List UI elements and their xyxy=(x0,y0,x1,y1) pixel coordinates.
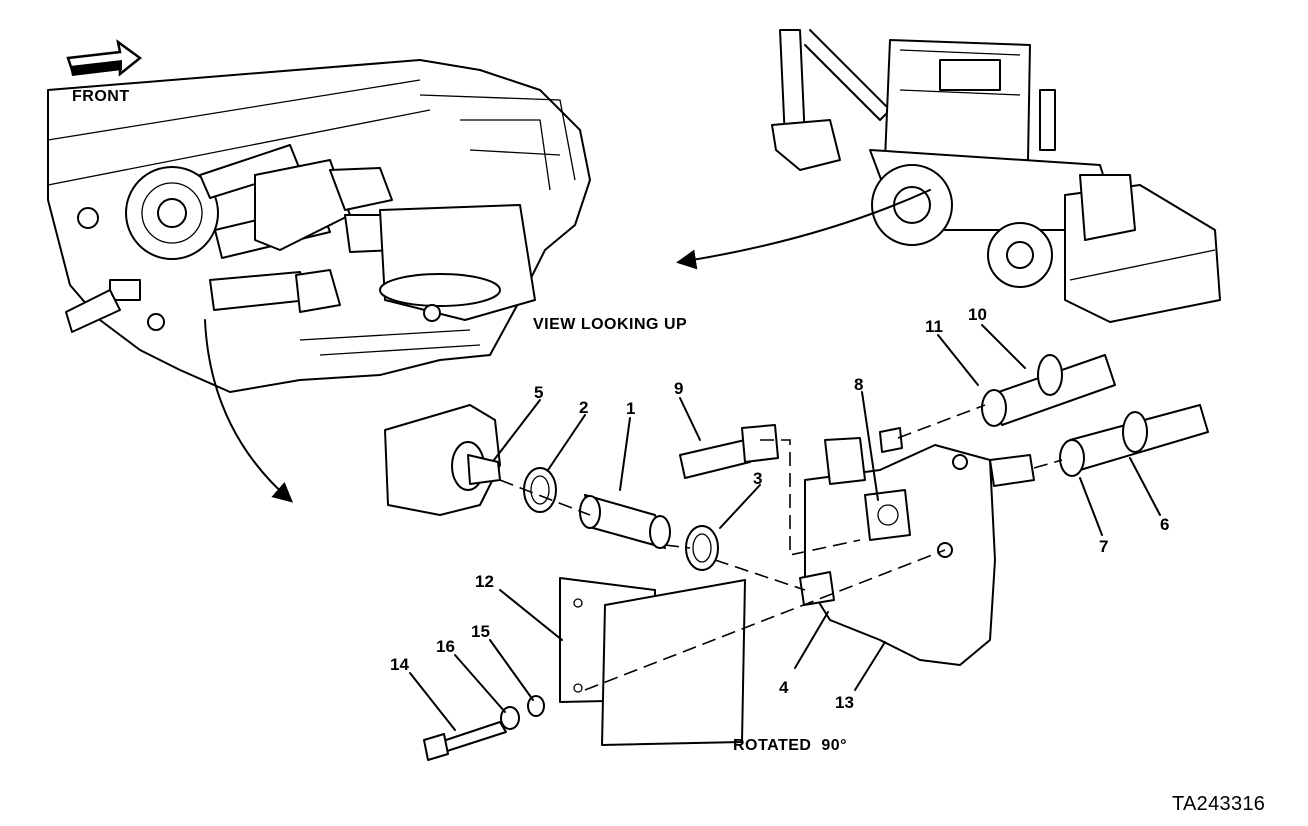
callout-7: 7 xyxy=(1099,537,1108,556)
callout-arrow-backhoe xyxy=(676,189,931,270)
callout-12: 12 xyxy=(475,572,494,591)
callout-5: 5 xyxy=(534,383,543,402)
figure-id: TA243316 xyxy=(1172,793,1265,815)
callout-1: 1 xyxy=(626,399,635,418)
fitting-9 xyxy=(679,424,779,479)
callout-arrow-engine xyxy=(204,319,294,503)
washer-15 xyxy=(527,695,545,717)
callout-2: 2 xyxy=(579,398,588,417)
callout-15: 15 xyxy=(471,622,490,641)
hose-1 xyxy=(579,494,671,549)
callout-6: 6 xyxy=(1160,515,1169,534)
engine-underside-illustration xyxy=(47,59,591,393)
hose-clamp-2 xyxy=(523,467,557,513)
backhoe-loader-illustration xyxy=(771,29,1221,323)
front-arrow-icon xyxy=(66,39,143,77)
rotated-label: ROTATED 90° xyxy=(733,737,847,754)
hose-clamp-3 xyxy=(685,525,719,571)
front-label: FRONT xyxy=(72,88,130,105)
callout-16: 16 xyxy=(436,637,455,656)
view-looking-up-label: VIEW LOOKING UP xyxy=(533,316,687,333)
valve-body-13 xyxy=(799,427,1035,666)
callout-8: 8 xyxy=(854,375,863,394)
callout-14: 14 xyxy=(390,655,409,674)
callout-11: 11 xyxy=(925,317,943,336)
callout-13: 13 xyxy=(835,693,854,712)
callout-4: 4 xyxy=(779,678,789,697)
bracket-12 xyxy=(559,577,746,746)
callout-3: 3 xyxy=(753,469,762,488)
hose-10-assembly xyxy=(981,354,1116,427)
hose-6-assembly xyxy=(1059,404,1209,477)
callout-10: 10 xyxy=(968,305,987,324)
bolt-14 xyxy=(423,721,507,761)
engine-fitting-5 xyxy=(384,404,501,516)
callout-9: 9 xyxy=(674,379,683,398)
